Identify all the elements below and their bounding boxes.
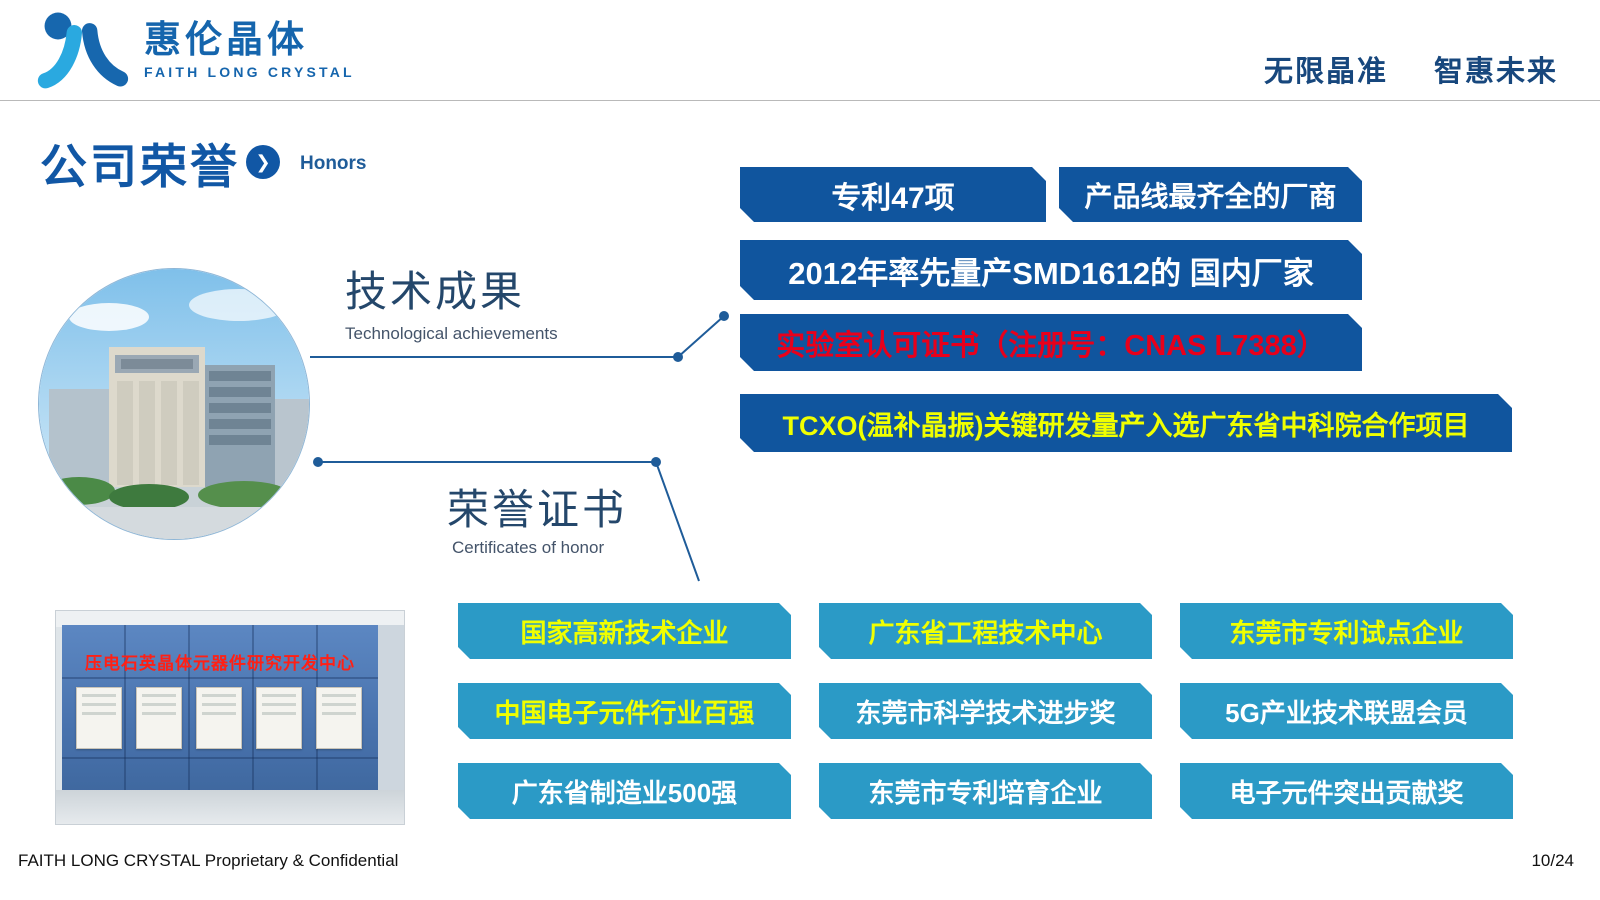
poster (76, 687, 122, 749)
honor-chip: 东莞市科学技术进步奖 (819, 683, 1152, 739)
page-title: 公司荣誉 (40, 140, 240, 193)
brand-logo: 惠伦晶体 FAITH LONG CRYSTAL (34, 8, 355, 92)
banner-cnas-cert: 实验室认可证书（注册号：CNAS L7388） (740, 314, 1362, 371)
photo-wall-sidewall (376, 625, 404, 795)
honor-chip: 广东省制造业500强 (458, 763, 791, 819)
poster (256, 687, 302, 749)
photo-wall-caption: 压电石英晶体元器件研究开发中心 (85, 654, 355, 673)
honor-chip: 中国电子元件行业百强 (458, 683, 791, 739)
poster (316, 687, 362, 749)
brand-text: 惠伦晶体 FAITH LONG CRYSTAL (144, 18, 355, 81)
photo-wall-ceiling (56, 611, 404, 627)
photo-wall: 压电石英晶体元器件研究开发中心 (55, 610, 405, 825)
banner-smd1612: 2012年率先量产SMD1612的 国内厂家 (740, 240, 1362, 300)
building-photo (38, 268, 310, 540)
honor-chip: 国家高新技术企业 (458, 603, 791, 659)
honor-chip: 广东省工程技术中心 (819, 603, 1152, 659)
page-title-en: Honors (300, 153, 367, 174)
honor-heading: 荣誉证书 (447, 486, 628, 533)
photo-wall-floor (56, 790, 404, 824)
building-photo-illustration (39, 269, 309, 539)
banner-product-line: 产品线最齐全的厂商 (1059, 167, 1362, 222)
footer-confidential: FAITH LONG CRYSTAL Proprietary & Confide… (18, 851, 399, 870)
honor-chip: 电子元件突出贡献奖 (1180, 763, 1513, 819)
photo-wall-posters (76, 687, 364, 749)
banner-tcxo: TCXO(温补晶振)关键研发量产入选广东省中科院合作项目 (740, 394, 1512, 452)
slogan-part1: 无限晶准 (1263, 56, 1388, 88)
tech-subheading: Technological achievements (345, 324, 558, 343)
poster (196, 687, 242, 749)
brand-logo-icon (37, 12, 129, 89)
brand-name-cn: 惠伦晶体 (144, 18, 308, 60)
honor-chip: 5G产业技术联盟会员 (1180, 683, 1513, 739)
chevron-right-icon: ❯ (246, 145, 280, 179)
honor-chip-grid: 国家高新技术企业 广东省工程技术中心 东莞市专利试点企业 中国电子元件行业百强 … (458, 603, 1513, 819)
banner-patents: 专利47项 (740, 167, 1046, 222)
page-number: 10/24 (1531, 851, 1574, 870)
brand-name-en: FAITH LONG CRYSTAL (144, 64, 355, 81)
honor-subheading: Certificates of honor (452, 538, 605, 557)
tech-heading: 技术成果 (345, 268, 526, 315)
slogan-part2: 智惠未来 (1433, 56, 1558, 88)
header-divider (0, 100, 1600, 101)
honor-chip: 东莞市专利培育企业 (819, 763, 1152, 819)
photo-wall-panel: 压电石英晶体元器件研究开发中心 (62, 625, 378, 793)
slogan: 无限晶准 智惠未来 (1264, 48, 1558, 90)
honor-chip: 东莞市专利试点企业 (1180, 603, 1513, 659)
header: 惠伦晶体 FAITH LONG CRYSTAL 无限晶准 智惠未来 (0, 0, 1600, 100)
poster (136, 687, 182, 749)
